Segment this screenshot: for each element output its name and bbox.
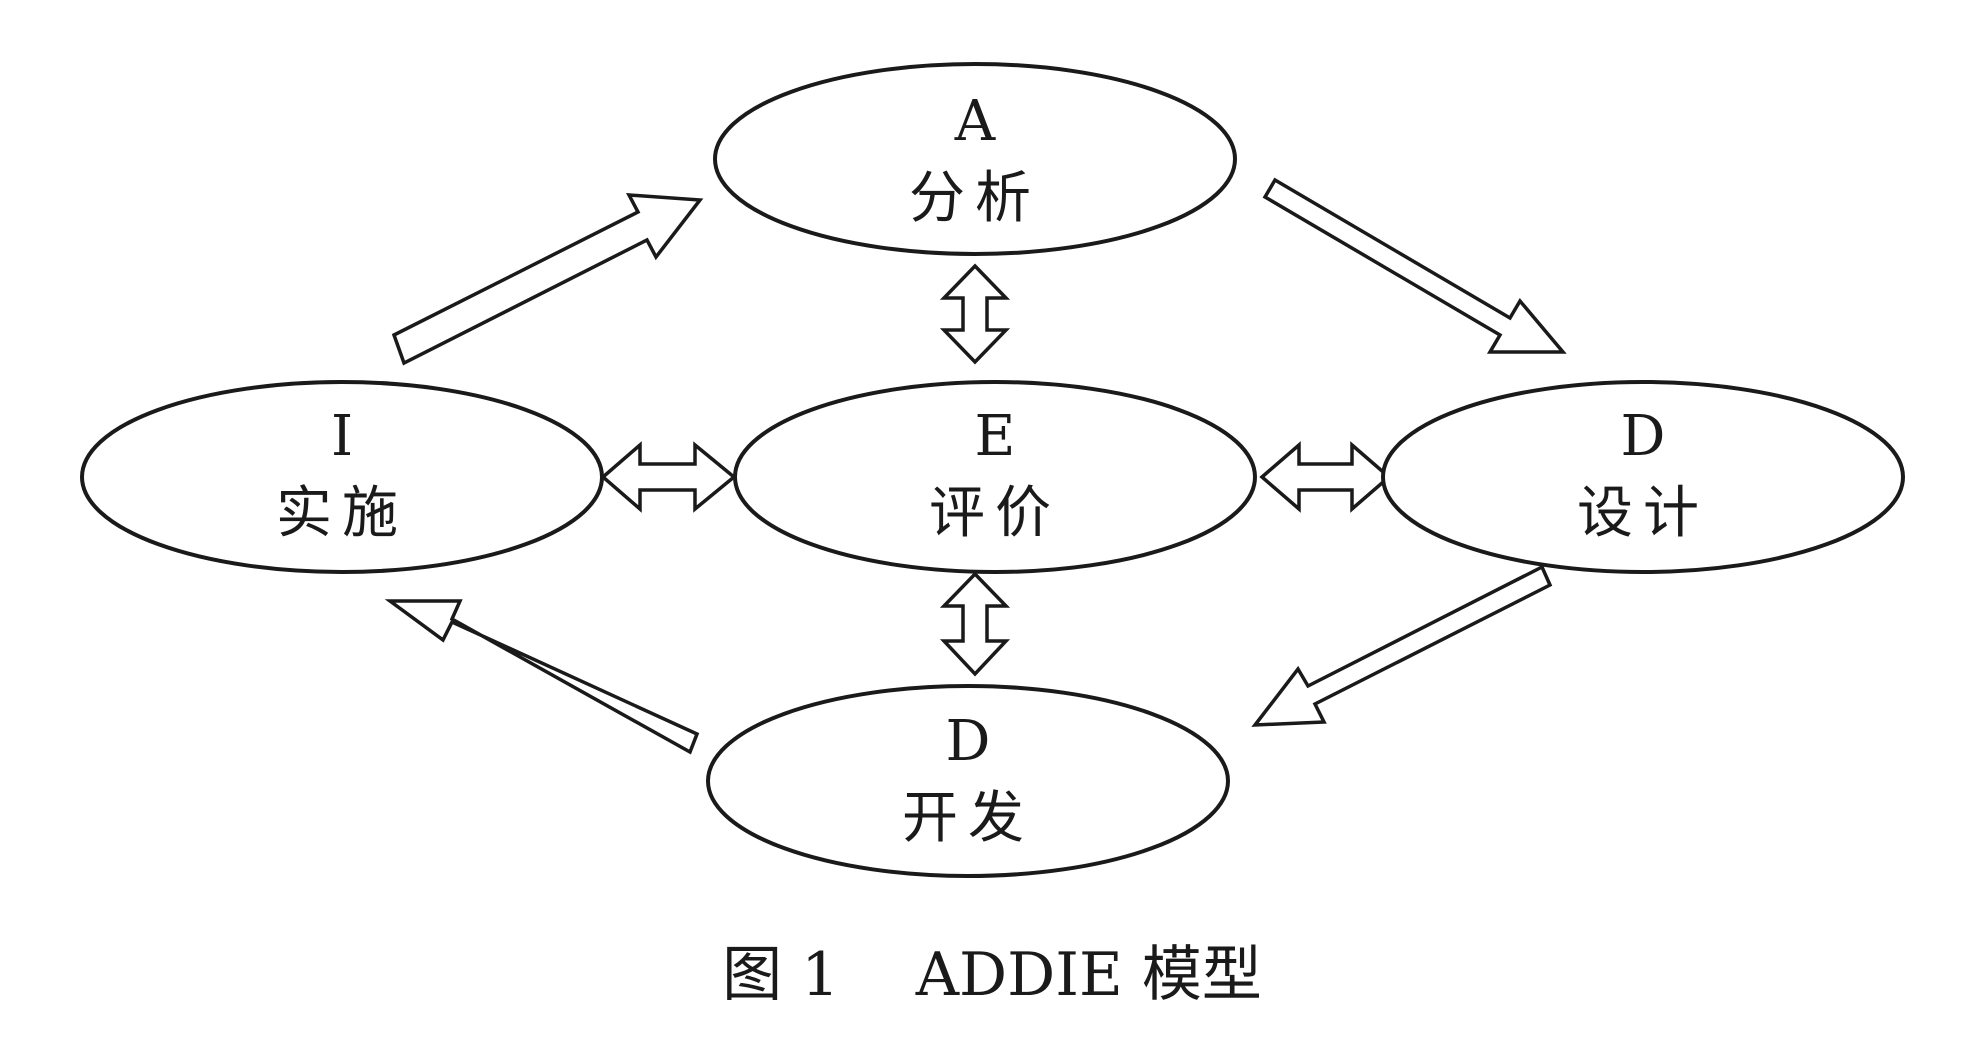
figure-caption: 图 1 ADDIE 模型: [722, 940, 1262, 1010]
node-development-label: 开发: [902, 786, 1034, 851]
node-design: D 设计: [1381, 380, 1905, 574]
node-design-label: 设计: [1577, 481, 1709, 546]
node-analysis: A 分析: [713, 62, 1237, 256]
node-implementation-ellipse: [80, 380, 604, 574]
node-implementation: I 实施: [80, 380, 604, 574]
node-development: D 开发: [706, 684, 1230, 878]
node-analysis-ellipse: [713, 62, 1237, 256]
node-evaluation-letter: E: [975, 404, 1016, 469]
node-development-ellipse: [706, 684, 1230, 878]
arrow-analysis-evaluation: [939, 263, 1011, 365]
node-analysis-label: 分析: [909, 166, 1041, 231]
node-implementation-label: 实施: [276, 481, 408, 546]
node-design-letter: D: [1621, 404, 1666, 469]
node-development-letter: D: [946, 709, 991, 774]
node-evaluation-ellipse: [733, 380, 1257, 574]
node-evaluation: E 评价: [733, 380, 1257, 574]
arrow-design-to-development: [1251, 564, 1553, 727]
arrow-implementation-evaluation: [600, 441, 737, 513]
arrow-development-to-implementation: [384, 599, 700, 755]
node-design-ellipse: [1381, 380, 1905, 574]
arrow-analysis-to-design: [1262, 177, 1567, 354]
arrow-evaluation-design: [1259, 441, 1392, 513]
node-evaluation-label: 评价: [929, 481, 1061, 546]
arrow-evaluation-development: [939, 571, 1011, 677]
node-implementation-letter: I: [331, 404, 353, 469]
node-analysis-letter: A: [954, 89, 996, 154]
arrow-implementation-to-analysis: [391, 193, 704, 366]
